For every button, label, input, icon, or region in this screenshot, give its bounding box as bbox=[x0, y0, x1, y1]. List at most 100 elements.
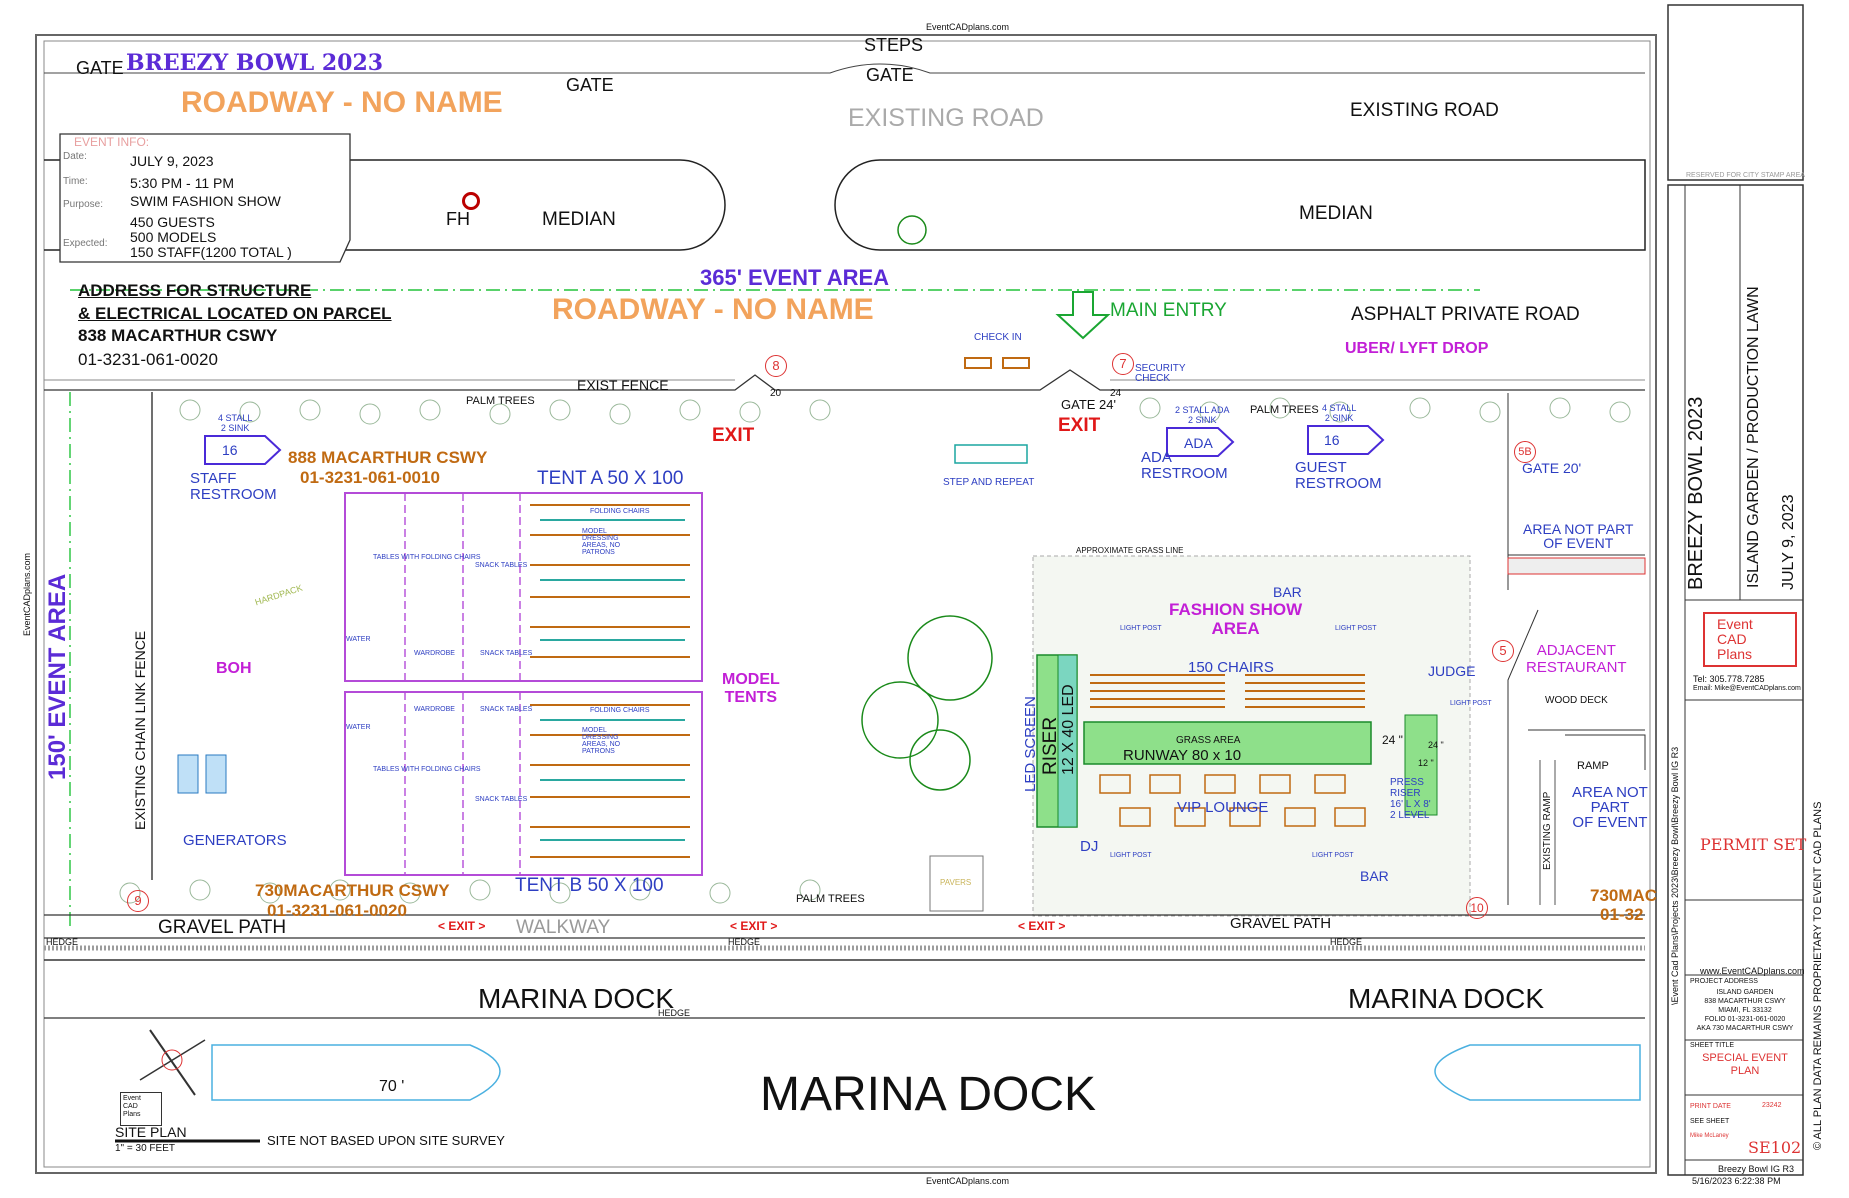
judge-label: JUDGE bbox=[1428, 663, 1476, 679]
dim-24-a: 24 " bbox=[1382, 733, 1403, 747]
tent-b-label: TENT B 50 X 100 bbox=[515, 875, 664, 896]
gate-width-20: 20 bbox=[770, 388, 782, 399]
gate-24-label: GATE 24' bbox=[1061, 397, 1116, 412]
time-value: 5:30 PM - 11 PM bbox=[130, 175, 235, 191]
sheet-title-label: SHEET TITLE bbox=[1690, 1042, 1735, 1049]
uber-drop-label: UBER/ LYFT DROP bbox=[1345, 340, 1489, 357]
event-title: BREEZY BOWL 2023 bbox=[126, 50, 384, 76]
existing-ramp-label: EXISTING RAMP bbox=[1542, 791, 1553, 870]
marina-dock-left-label: MARINA DOCK bbox=[478, 983, 675, 1014]
roadway-bottom-label: ROADWAY - NO NAME bbox=[552, 293, 874, 326]
wardrobe-label-2: WARDROBE bbox=[414, 706, 455, 713]
asphalt-road-label: ASPHALT PRIVATE ROAD bbox=[1351, 304, 1580, 325]
address-line-2: & ELECTRICAL LOCATED ON PARCEL bbox=[78, 304, 392, 323]
job-number: 23242 bbox=[1762, 1102, 1782, 1109]
existing-road-faded-label: EXISTING ROAD bbox=[848, 104, 1044, 132]
existing-road-label: EXISTING ROAD bbox=[1350, 100, 1499, 121]
marina-dock-main-label: MARINA DOCK bbox=[760, 1068, 1097, 1121]
gate-20-label: GATE 20' bbox=[1522, 460, 1582, 476]
parcel-888-folio: 01-3231-061-0010 bbox=[300, 468, 440, 487]
fire-hydrant-label: FH bbox=[446, 209, 470, 229]
see-sheet-label: SEE SHEET bbox=[1690, 1118, 1730, 1125]
time-label: Time: bbox=[63, 176, 88, 187]
marker-5b: 5B bbox=[1514, 441, 1536, 463]
palm-trees-label-3: PALM TREES bbox=[796, 893, 865, 905]
exit-label-1: EXIT bbox=[712, 425, 755, 446]
file-path-label: \Event Cad Plans\Projects 2023\Breezy Bo… bbox=[1670, 746, 1680, 1005]
dim-12: 12 " bbox=[1418, 758, 1434, 768]
distance-70-label: 70 ' bbox=[379, 1078, 405, 1095]
ada-restroom-count: ADA bbox=[1184, 435, 1213, 451]
file-name: Breezy Bowl IG R3 bbox=[1718, 1164, 1795, 1174]
bar-bottom-label: BAR bbox=[1360, 868, 1389, 884]
gate-left-label: GATE bbox=[76, 58, 124, 78]
palm-trees-label-1: PALM TREES bbox=[466, 395, 535, 407]
gate-top-label: GATE bbox=[866, 65, 914, 85]
not-survey-label: SITE NOT BASED UPON SITE SURVEY bbox=[267, 1133, 505, 1148]
snack-tables-label-3: SNACK TABLES bbox=[480, 706, 533, 713]
event-area-150-label: 150' EVENT AREA bbox=[44, 573, 71, 780]
exit-label-2: EXIT bbox=[1058, 415, 1101, 436]
vip-lounge-label: VIP LOUNGE bbox=[1177, 799, 1269, 816]
folding-chairs-label-a: FOLDING CHAIRS bbox=[590, 508, 650, 515]
gate-width-24: 24 bbox=[1110, 388, 1122, 399]
gravel-path-left-label: GRAVEL PATH bbox=[158, 917, 287, 938]
main-entry-label: MAIN ENTRY bbox=[1110, 300, 1227, 321]
wood-deck-label: WOOD DECK bbox=[1545, 695, 1608, 706]
dim-24-b: 24 " bbox=[1428, 740, 1444, 750]
light-post-label-3: LIGHT POST bbox=[1450, 700, 1492, 707]
marker-7: 7 bbox=[1112, 353, 1134, 375]
exit-arrow-3: < EXIT > bbox=[1018, 919, 1066, 933]
generators-label: GENERATORS bbox=[183, 832, 287, 849]
marina-dock-right-label: MARINA DOCK bbox=[1348, 983, 1545, 1014]
exit-arrow-2: < EXIT > bbox=[730, 919, 778, 933]
rights-notice: © ALL PLAN DATA REMAINS PROPRIETARY TO E… bbox=[1812, 801, 1824, 1150]
light-post-label-1: LIGHT POST bbox=[1120, 625, 1162, 632]
marker-5: 5 bbox=[1492, 640, 1514, 662]
check-in-label: CHECK IN bbox=[974, 332, 1022, 343]
project-address-label: PROJECT ADDRESS bbox=[1690, 978, 1758, 985]
median-left-outline bbox=[44, 159, 726, 251]
purpose-label: Purpose: bbox=[63, 199, 104, 210]
title-date: JULY 9, 2023 bbox=[1780, 494, 1797, 590]
snack-tables-label-4: SNACK TABLES bbox=[475, 796, 528, 803]
parcel-730-folio: 01-3231-061-0020 bbox=[267, 901, 407, 920]
expected-label: Expected: bbox=[63, 238, 108, 249]
address-line-3: 838 MACARTHUR CSWY bbox=[78, 326, 278, 345]
light-post-label-4: LIGHT POST bbox=[1110, 852, 1152, 859]
exit-arrow-1: < EXIT > bbox=[438, 919, 486, 933]
median-right-outline bbox=[834, 159, 1646, 251]
model-dressing-label-a: MODEL DRESSING AREAS, NO PATRONS bbox=[582, 528, 621, 556]
parcel-730-right-address: 730MAC bbox=[1590, 886, 1658, 905]
side-watermark: EventCADplans.com bbox=[22, 552, 32, 636]
snack-tables-label-1: SNACK TABLES bbox=[475, 562, 528, 569]
models-value: 500 MODELS bbox=[130, 229, 217, 245]
hedge-label-4: HEDGE bbox=[658, 1008, 691, 1018]
title-tel: Tel: 305.778.7285 bbox=[1693, 674, 1765, 684]
fire-hydrant-icon bbox=[462, 192, 480, 210]
boh-label: BOH bbox=[216, 660, 252, 677]
sheet-number: SE102 bbox=[1748, 1138, 1802, 1157]
staff-value: 150 STAFF(1200 TOTAL ) bbox=[130, 244, 292, 260]
led-screen-label: LED SCREEN bbox=[1022, 696, 1039, 792]
riser-label: RISER bbox=[1040, 716, 1061, 775]
parcel-730-address: 730MACARTHUR CSWY bbox=[255, 881, 450, 900]
ramp-label: RAMP bbox=[1577, 760, 1609, 772]
press-riser-shape bbox=[1404, 714, 1438, 816]
step-and-repeat-label: STEP AND REPEAT bbox=[943, 477, 1035, 488]
title-email: Email: Mike@EventCADplans.com bbox=[1693, 685, 1801, 692]
site-plan-label: SITE PLAN bbox=[115, 1124, 187, 1140]
chain-link-fence-label: EXISTING CHAIN LINK FENCE bbox=[132, 630, 148, 830]
palm-trees-label-2: PALM TREES bbox=[1250, 404, 1319, 416]
